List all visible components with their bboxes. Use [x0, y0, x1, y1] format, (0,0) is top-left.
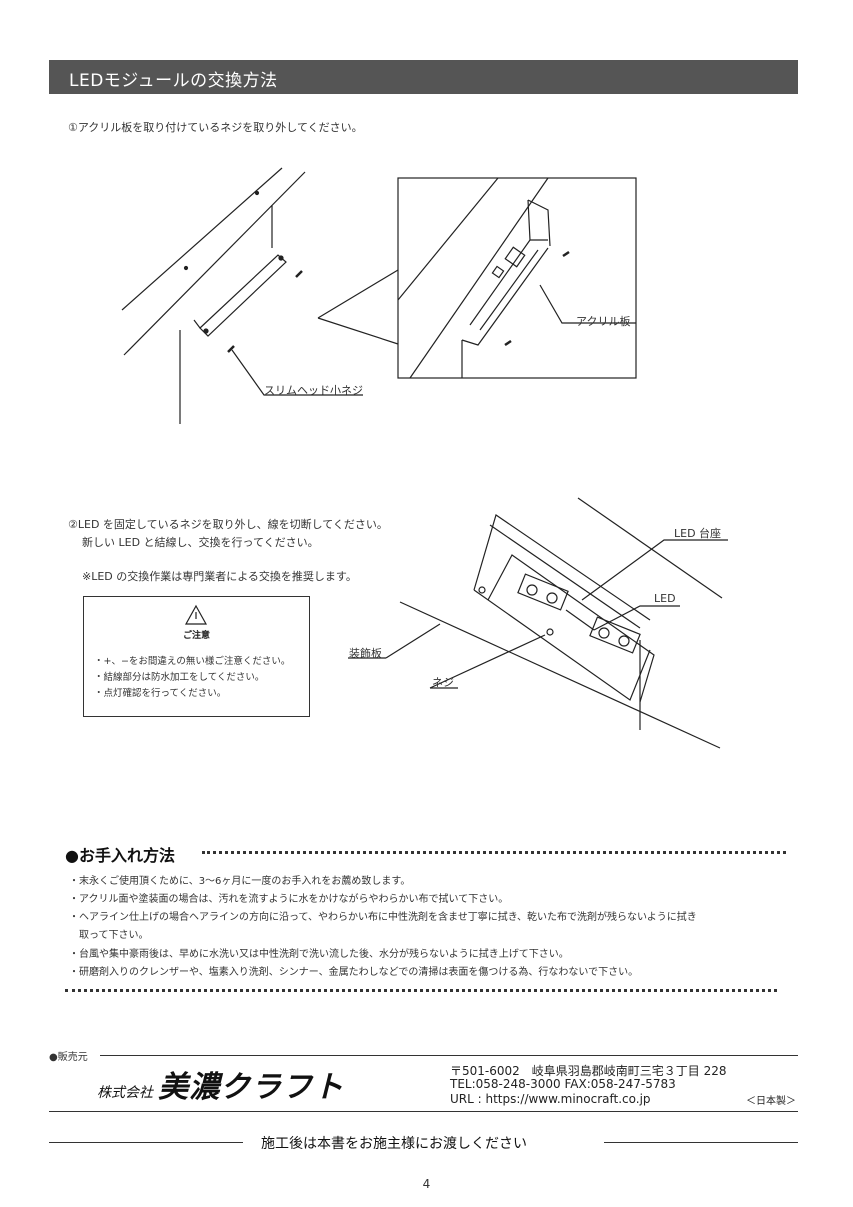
company-url[interactable]: URL : https://www.minocraft.co.jp: [450, 1092, 651, 1106]
section-header-bar: LEDモジュールの交換方法: [49, 60, 798, 94]
caution-title: ご注意: [182, 631, 210, 641]
label-screw: ネジ: [432, 676, 454, 689]
step2-instruction-line1: ②LED を固定しているネジを取り外し、線を切断してください。: [68, 518, 388, 531]
dotted-divider: [202, 851, 786, 854]
handover-notice: 施工後は本書をお施主様にお渡しください: [261, 1136, 527, 1152]
company-prefix: 株式会社: [97, 1085, 153, 1101]
acrylic-bar: [199, 254, 287, 337]
warning-triangle-icon: [184, 604, 208, 625]
label-acrylic-plate: アクリル板: [576, 315, 631, 328]
page-number: 4: [422, 1177, 431, 1191]
wall-edge-line: [121, 167, 283, 311]
company-address: 〒501-6002 岐阜県羽島郡岐南町三宅３丁目 228: [450, 1064, 727, 1078]
step1-instruction: ①アクリル板を取り付けているネジを取り外してください。: [68, 121, 363, 134]
footer-rule: [49, 1111, 798, 1112]
maintenance-line: 取って下さい。: [69, 930, 149, 941]
footer-rule: [100, 1055, 798, 1056]
company-phone: TEL:058-248-3000 FAX:058-247-5783: [450, 1077, 676, 1091]
maintenance-line: ・研磨剤入りのクレンザーや、塩素入り洗剤、シンナー、金属たわしなどでの清掃は表面…: [69, 967, 639, 978]
label-led: LED: [654, 592, 676, 605]
step2-note: ※LED の交換作業は専門業者による交換を推奨します。: [82, 570, 357, 583]
maintenance-line: ・末永くご使用頂くために、3～6ヶ月に一度のお手入れをお薦め致します。: [69, 876, 411, 887]
label-decorative-panel: 装飾板: [349, 647, 382, 660]
label-led-base: LED 台座: [674, 527, 722, 540]
label-slim-head-screw: スリムヘッド小ネジ: [264, 384, 363, 397]
caution-item: ・+、−をお間違えの無い様ご注意ください。: [94, 656, 291, 667]
caution-item: ・点灯確認を行ってください。: [94, 688, 227, 699]
maintenance-title: ●お手入れ方法: [65, 846, 175, 865]
company-name: 美濃クラフト: [158, 1070, 345, 1105]
handover-rule-right: [604, 1142, 798, 1143]
wall-edge-line: [123, 171, 306, 356]
section-title: LEDモジュールの交換方法: [69, 71, 278, 91]
caution-item: ・結線部分は防水加工をしてください。: [94, 672, 265, 683]
dotted-divider: [65, 989, 777, 992]
maintenance-line: ・台風や集中豪雨後は、早めに水洗い又は中性洗剤で洗い流した後、水分が残らないよう…: [69, 949, 569, 960]
handover-rule-left: [49, 1142, 243, 1143]
maintenance-line: ・アクリル面や塗装面の場合は、汚れを流すように水をかけながらやわらかい布で拭いて…: [69, 894, 509, 905]
made-in-japan: ＜日本製＞: [746, 1096, 796, 1107]
caution-box: ご注意 ・+、−をお間違えの無い様ご注意ください。 ・結線部分は防水加工をしてく…: [83, 596, 310, 717]
company-logo: 株式会社 美濃クラフト: [97, 1062, 344, 1106]
step2-instruction-line2: 新しい LED と結線し、交換を行ってください。: [82, 536, 319, 549]
maintenance-line: ・ヘアライン仕上げの場合ヘアラインの方向に沿って、やわらかい布に中性洗剤を含ませ…: [69, 912, 697, 923]
seller-label: ●販売元: [49, 1052, 88, 1063]
